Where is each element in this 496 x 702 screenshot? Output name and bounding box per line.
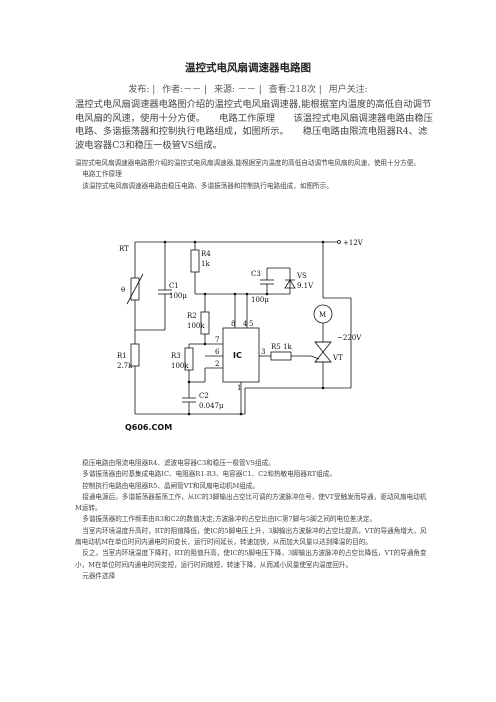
label-pin4: 4 [243,320,248,328]
body-paragraph-7: 反之，当室内环境温度下降时，RT的阻值升高，使IC的5脚电压下降，3脚输出方波脉… [75,549,427,569]
body-paragraph-1: 稳压电路由限流电阻器R4、滤波电容器C3和稳压一极管VS组成。 [82,459,275,467]
article-lead: 温控式电风扇调速器电路图介绍的温控式电风扇调速器,能根据室内温度的高低自动调节电… [75,98,435,152]
label-c1: C1 [169,282,179,290]
label-pin1: 1 [237,384,241,392]
body-paragraph-3: 控制执行电路由电阻器R5、晶闸管VT和风扇电动机M组成。 [82,481,259,490]
label-c3-value: 100μ [251,296,269,304]
body-paragraph-5: 多谐振荡器的工作频率由R3和C2的数值决定;方波脉冲的占空比由IC第7脚与5脚之… [82,515,377,524]
body-paragraph-8: 元器件选择 [82,571,116,580]
label-vs: VS [296,272,307,280]
label-r3-value: 100k [171,362,189,370]
label-ac: ~220V [337,334,362,342]
label-pin8: 8 [231,320,235,328]
meta-source: 来源: －－ | [213,85,262,95]
intro-paragraph-1: 温控式电风扇调速器电路图介绍的温控式电风扇调速器,能根据室内温度的高低自动调节电… [75,159,420,167]
body-paragraph-2: 多谐振荡器由时基集成电路IC、电阻器R1-R3、电容器C1、C2和热敏电阻器RT… [82,470,336,479]
label-r4: R4 [201,250,211,258]
body-section: 稳压电路由限流电阻器R4、滤波电容器C3和稳压一极管VS组成。 多谐振荡器由时基… [75,458,433,582]
label-vplus: +12V [343,239,364,247]
label-r3: R3 [171,352,181,360]
meta-follow: 用户关注: [328,85,368,95]
intro-paragraph-2: 该温控式电风扇调速器电路由稳压电路、多谐振荡器和控制执行电路组成，如图所示。 [82,181,333,190]
article-meta: 发布: | 作者:－－ | 来源: －－ | 查看:218次 | 用户关注: [0,82,496,95]
meta-published: 发布: | [128,85,156,95]
diagram-watermark: Q606.COM [125,423,172,432]
label-motor: M [319,311,326,319]
intro-section: 温控式电风扇调速器电路图介绍的温控式电风扇调速器,能根据室内温度的高低自动调节电… [75,158,433,192]
label-r1-value: 2.7k [117,362,133,370]
meta-views: 查看:218次 | [268,85,322,95]
label-r2: R2 [187,312,197,320]
circuit-diagram: RT θ C1 100μ R4 1k +12V C3 100μ VS 9.1V … [117,239,364,432]
lead-paragraph: 温控式电风扇调速器电路图介绍的温控式电风扇调速器,能根据室内温度的高低自动调节电… [75,99,433,151]
label-r5-value: 1k [283,343,292,351]
label-pin2: 2 [215,360,219,368]
label-c1-value: 100μ [169,292,187,300]
label-pin6: 6 [215,348,220,356]
label-c3: C3 [251,270,261,278]
label-c2: C2 [199,392,209,400]
label-r5: R5 [271,343,281,351]
label-r2-value: 100k [187,322,205,330]
page-title: 温控式电风扇调速器电路图 [185,62,311,74]
label-pin7: 7 [215,336,219,344]
body-paragraph-6: 当室内环境温度升高时，RT的阻值降低，使IC的5脚电压上升，3脚输出方波脉冲的占… [75,526,427,547]
label-r4-value: 1k [201,260,210,268]
label-vt: VT [332,354,343,362]
label-vs-value: 9.1V [297,282,314,290]
label-pin3: 3 [261,348,265,356]
body-paragraph-4: 接通电源后，多谐振荡器振荡工作，从IC的3脚输出占空比可调的方波脉冲信号，使VT… [75,492,427,513]
label-rt: RT [119,245,129,253]
label-theta: θ [121,286,125,294]
label-c2-value: 0.047μ [199,402,224,410]
label-r1: R1 [117,352,127,360]
intro-heading: 电路工作原理 [82,170,122,179]
meta-author: 作者:－－ | [162,85,208,95]
label-pin5: 5 [249,320,253,328]
label-ic: IC [233,351,242,360]
